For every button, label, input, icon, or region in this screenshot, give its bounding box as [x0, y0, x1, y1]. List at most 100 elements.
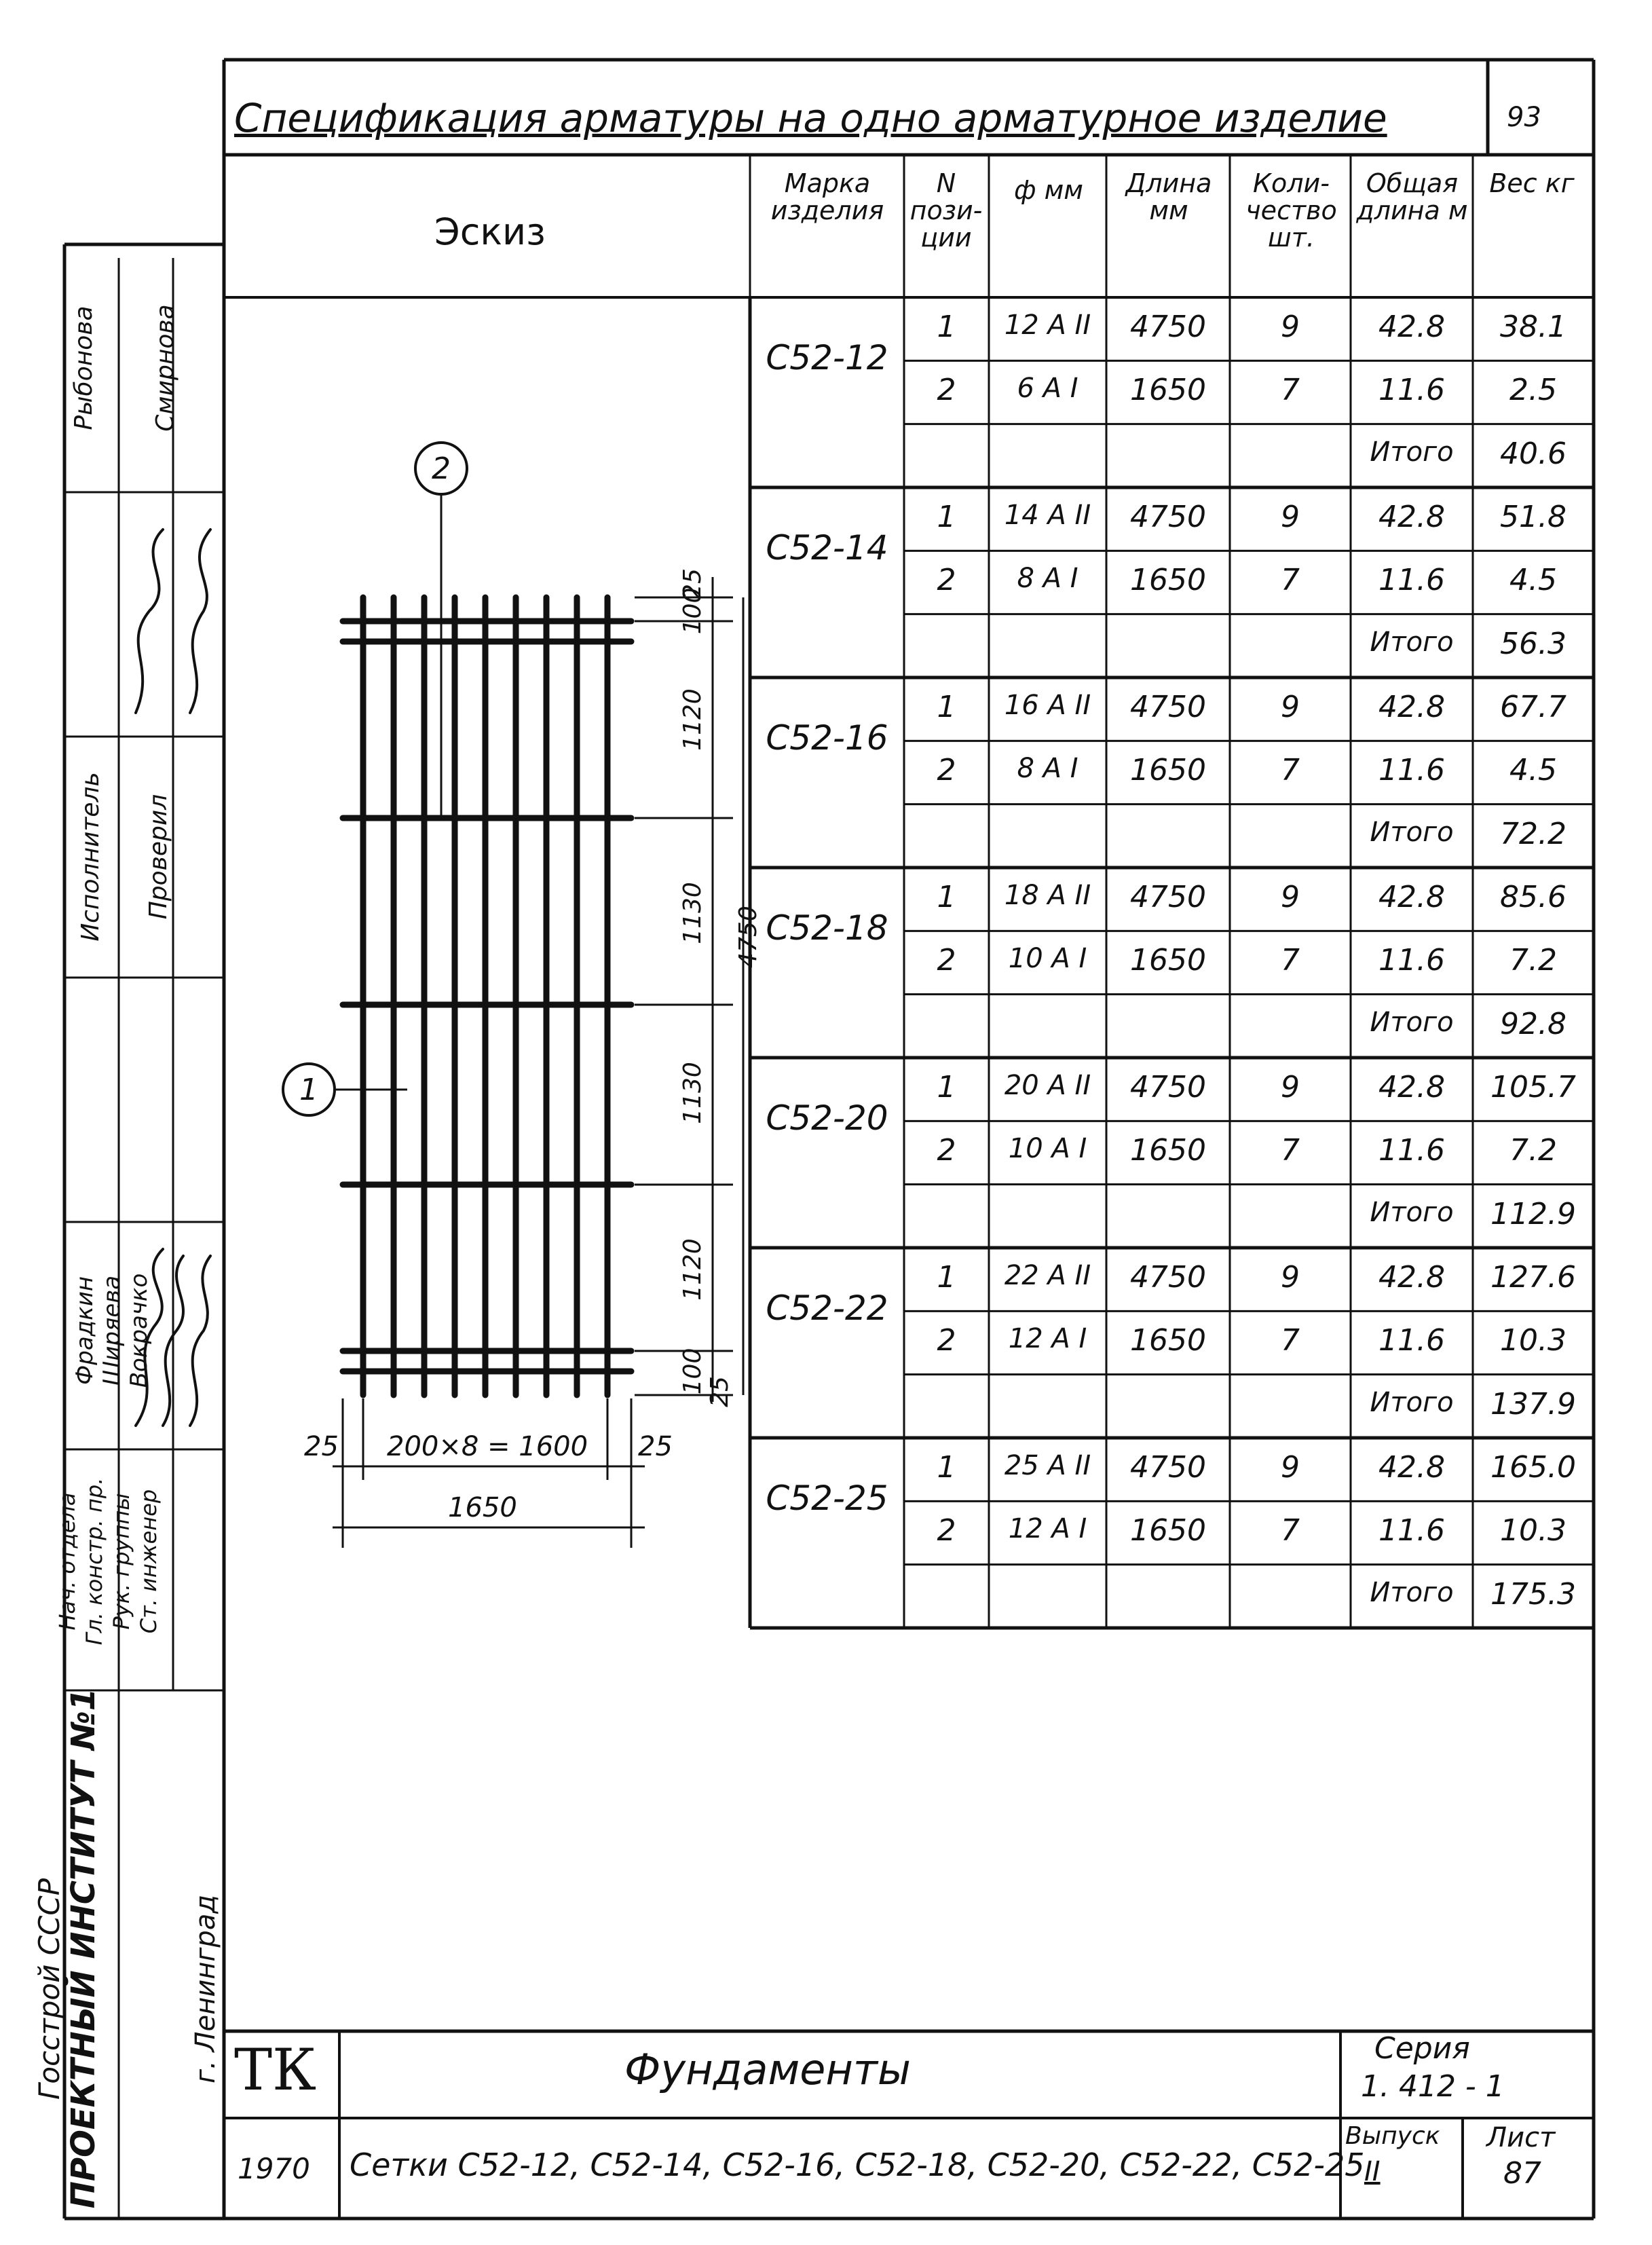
- bar-weight: 85.6: [1500, 880, 1566, 914]
- dim-bottom-mid: 200×8 = 1600: [387, 1431, 588, 1462]
- title-block-section: Фундаменты: [624, 2045, 911, 2094]
- header-mark: Марка изделия: [770, 168, 884, 225]
- position-number: 2: [937, 1323, 956, 1358]
- position-number: 1: [937, 1450, 956, 1485]
- bar-weight: 4.5: [1509, 563, 1557, 598]
- total-length: 42.8: [1378, 1070, 1445, 1105]
- total-length: 11.6: [1378, 563, 1445, 598]
- callout-2: 2: [432, 451, 451, 486]
- bar-length: 4750: [1130, 690, 1206, 724]
- total-length: 42.8: [1378, 690, 1445, 724]
- bar-length: 4750: [1130, 1260, 1206, 1295]
- bar-diameter: 18 А II: [1004, 880, 1091, 911]
- total-weight: 175.3: [1490, 1576, 1576, 1612]
- bar-diameter: 20 А II: [1004, 1070, 1091, 1101]
- header-diameter: ф мм: [1014, 175, 1083, 205]
- bar-length: 1650: [1130, 1323, 1206, 1358]
- bar-diameter: 12 А II: [1004, 310, 1091, 341]
- total-length: 11.6: [1378, 753, 1445, 788]
- bar-diameter: 25 А II: [1004, 1450, 1091, 1481]
- bar-length: 4750: [1130, 310, 1206, 344]
- title-block-series: 1. 412 - 1: [1361, 2069, 1505, 2104]
- position-number: 1: [937, 500, 956, 534]
- position-number: 1: [937, 1070, 956, 1105]
- product-mark: С52-18: [766, 908, 888, 948]
- product-mark: С52-12: [766, 338, 888, 377]
- bar-quantity: 7: [1281, 563, 1300, 598]
- bar-weight: 67.7: [1500, 690, 1566, 724]
- bar-diameter: 12 А I: [1008, 1323, 1087, 1355]
- dim-right-label: 1130: [679, 882, 707, 944]
- callout-1: 1: [299, 1073, 318, 1107]
- total-weight: 92.8: [1500, 1006, 1566, 1041]
- bar-quantity: 9: [1281, 880, 1300, 914]
- dim-right-label: 1120: [679, 1238, 707, 1301]
- bar-quantity: 7: [1281, 1323, 1300, 1358]
- bar-weight: 7.2: [1509, 943, 1557, 978]
- product-mark: С52-25: [766, 1479, 888, 1518]
- page-title: Спецификация арматуры на одно арматурное…: [234, 95, 1387, 141]
- dim-right-label: 100: [679, 1348, 707, 1395]
- header-weight: Вес кг: [1489, 168, 1575, 198]
- total-label: Итого: [1370, 816, 1454, 848]
- bar-length: 4750: [1130, 880, 1206, 914]
- bar-quantity: 9: [1281, 1070, 1300, 1105]
- position-number: 1: [937, 690, 956, 724]
- dim-right-label: 100: [679, 587, 707, 635]
- bar-diameter: 14 А II: [1004, 500, 1091, 531]
- title-block-description: Сетки С52-12, С52-14, С52-16, С52-18, С5…: [350, 2147, 1365, 2183]
- dim-bottom-right: 25: [638, 1431, 673, 1462]
- title-block-series-label: Серия: [1374, 2031, 1470, 2066]
- bar-diameter: 10 А I: [1008, 943, 1087, 975]
- total-label: Итого: [1370, 626, 1454, 658]
- bar-diameter: 8 А I: [1017, 563, 1078, 595]
- bar-weight: 165.0: [1490, 1450, 1576, 1485]
- total-label: Итого: [1370, 1006, 1454, 1038]
- header-quantity: Коли- чество шт.: [1245, 168, 1337, 253]
- bar-weight: 10.3: [1500, 1323, 1566, 1358]
- total-length: 11.6: [1378, 943, 1445, 978]
- bar-length: 1650: [1130, 753, 1206, 788]
- dim-right-label: 4750: [734, 906, 762, 968]
- product-mark: С52-20: [766, 1098, 888, 1138]
- total-length: 11.6: [1378, 1513, 1445, 1548]
- bar-quantity: 7: [1281, 753, 1300, 788]
- total-label: Итого: [1370, 1576, 1454, 1608]
- title-block-issue-label: Выпуск: [1345, 2122, 1440, 2150]
- total-length: 42.8: [1378, 500, 1445, 534]
- bar-quantity: 7: [1281, 1133, 1300, 1168]
- bar-length: 1650: [1130, 1133, 1206, 1168]
- bar-diameter: 10 А I: [1008, 1133, 1087, 1165]
- bar-weight: 51.8: [1500, 500, 1566, 534]
- bar-length: 1650: [1130, 563, 1206, 598]
- dim-right-label: 1130: [679, 1062, 707, 1124]
- bar-weight: 4.5: [1509, 753, 1557, 788]
- total-length: 11.6: [1378, 1133, 1445, 1168]
- header-total-length: Общая длина м: [1356, 168, 1468, 225]
- bar-diameter: 6 А I: [1017, 373, 1078, 405]
- bar-quantity: 7: [1281, 373, 1300, 408]
- bar-length: 4750: [1130, 1070, 1206, 1105]
- position-number: 1: [937, 1260, 956, 1295]
- total-length: 42.8: [1378, 880, 1445, 914]
- total-weight: 137.9: [1490, 1386, 1576, 1422]
- bar-weight: 10.3: [1500, 1513, 1566, 1548]
- position-number: 2: [937, 943, 956, 978]
- bar-weight: 38.1: [1500, 310, 1566, 344]
- bar-weight: 2.5: [1509, 373, 1557, 408]
- signatures: [134, 528, 212, 1427]
- total-label: Итого: [1370, 1196, 1454, 1228]
- total-weight: 56.3: [1500, 626, 1566, 661]
- bar-length: 1650: [1130, 373, 1206, 408]
- page-corner-number: 93: [1507, 102, 1541, 133]
- title-block-sheet-label: Лист: [1486, 2122, 1556, 2153]
- title-block-code: ТК: [234, 2037, 317, 2103]
- bar-diameter: 12 А I: [1008, 1513, 1087, 1545]
- position-number: 2: [937, 1133, 956, 1168]
- dim-right-label: 1120: [679, 688, 707, 751]
- title-block-issue: II: [1364, 2156, 1381, 2187]
- bar-quantity: 9: [1281, 310, 1300, 344]
- position-number: 2: [937, 753, 956, 788]
- position-number: 1: [937, 880, 956, 914]
